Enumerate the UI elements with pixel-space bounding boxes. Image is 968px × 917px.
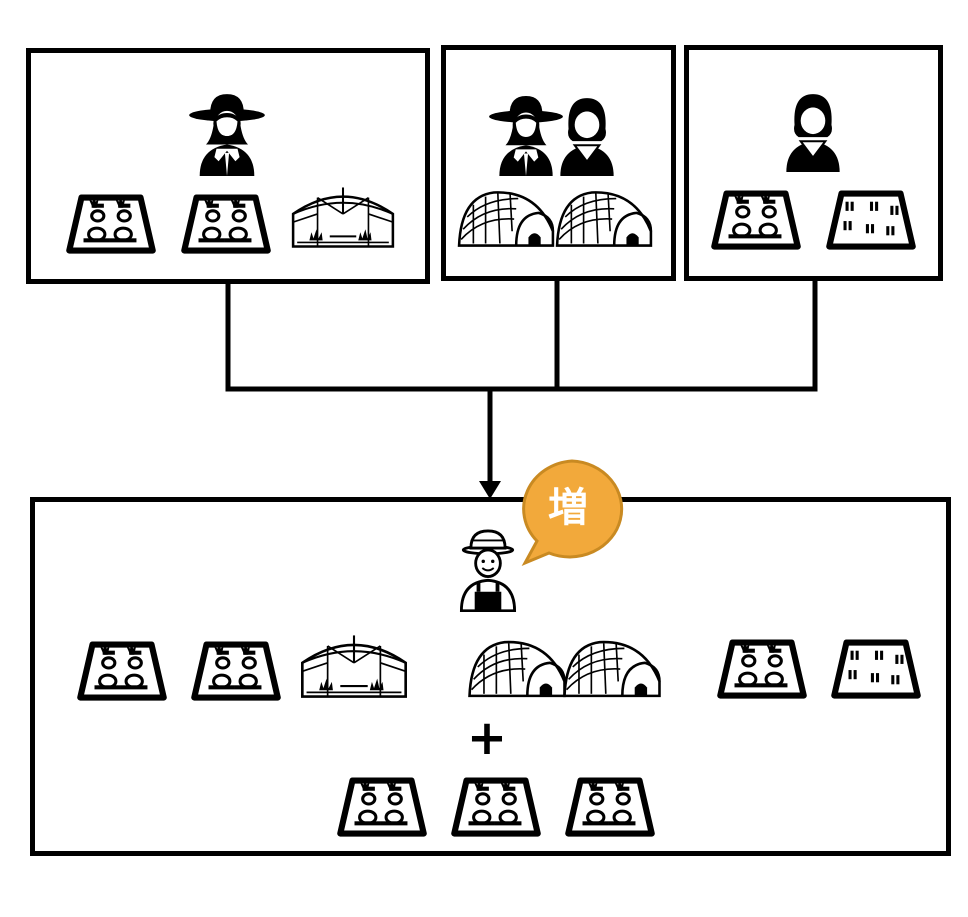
tunnel-greenhouse-icon xyxy=(553,186,655,250)
sprout-field-icon xyxy=(815,186,927,250)
sprout-field-icon xyxy=(820,634,932,700)
crop-field-icon xyxy=(170,190,282,254)
woman-with-hat-icon xyxy=(185,92,269,176)
crop-field-icon xyxy=(554,772,666,838)
tunnel-greenhouse-icon xyxy=(455,186,557,250)
crop-field-icon xyxy=(706,634,818,700)
crop-field-icon xyxy=(180,636,292,702)
farmer-icon xyxy=(450,524,526,612)
tunnel-greenhouse-icon xyxy=(465,636,569,700)
crop-field-icon xyxy=(55,190,167,254)
tunnel-greenhouse-icon xyxy=(560,636,664,700)
crop-field-icon xyxy=(700,186,812,250)
greenhouse-icon xyxy=(296,630,412,702)
increase-bubble-icon xyxy=(521,459,624,567)
increase-bubble-text: 増 xyxy=(548,485,588,531)
crop-field-icon xyxy=(440,772,552,838)
arrow-head-icon xyxy=(479,481,501,499)
woman-with-scarf-icon xyxy=(546,94,628,176)
plus-sign: + xyxy=(466,710,508,766)
woman-with-scarf-icon xyxy=(772,90,854,172)
greenhouse-icon xyxy=(287,182,399,252)
crop-field-icon xyxy=(66,636,178,702)
crop-field-icon xyxy=(326,772,438,838)
